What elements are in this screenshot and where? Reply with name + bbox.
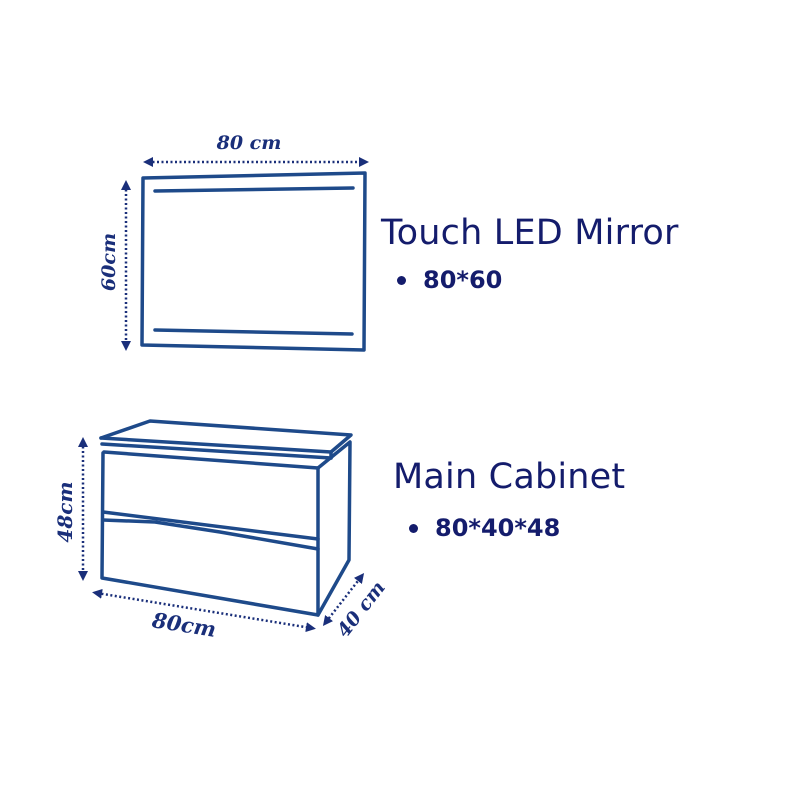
mirror-title: Touch LED Mirror xyxy=(381,213,679,253)
bullet-icon xyxy=(397,275,406,285)
mirror-width-dimension: 80 cm xyxy=(143,132,369,167)
cabinet-drawing xyxy=(99,419,353,617)
mirror-height-label: 60cm xyxy=(98,233,120,291)
mirror-led-strip-top xyxy=(153,186,355,193)
cabinet-height-label: 48cm xyxy=(53,481,77,542)
cabinet-spec-item: 80*40*48 xyxy=(409,514,560,542)
cabinet-height-dimension: 48cm xyxy=(53,437,88,581)
mirror-spec-item: 80*60 xyxy=(397,266,502,294)
mirror-spec-text: 80*60 xyxy=(423,266,503,294)
cabinet-spec-text: 80*40*48 xyxy=(435,514,561,542)
mirror-width-label: 80 cm xyxy=(216,132,282,154)
bullet-icon xyxy=(409,523,418,533)
cabinet-width-dimension: 80cm xyxy=(92,588,316,642)
mirror-drawing xyxy=(140,171,367,352)
cabinet-title: Main Cabinet xyxy=(393,457,626,497)
mirror-height-dimension: 60cm xyxy=(98,180,131,351)
mirror-led-strip-bottom xyxy=(153,328,354,336)
cabinet-width-label: 80cm xyxy=(150,607,218,642)
mirror-frame xyxy=(140,171,367,352)
cabinet-depth-label: 40 cm xyxy=(333,577,390,642)
